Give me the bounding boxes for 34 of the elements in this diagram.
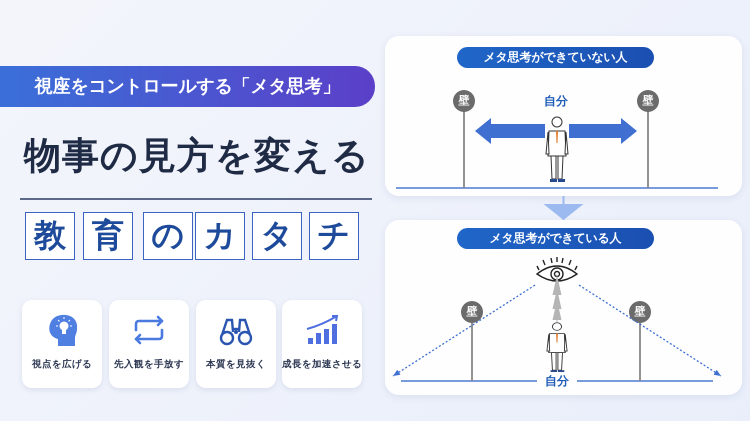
person-label: 自分 xyxy=(537,372,577,390)
card-label: 成長を加速させる xyxy=(282,358,362,371)
character-tile: チ xyxy=(309,212,359,260)
feature-card xyxy=(109,300,189,388)
person-figure xyxy=(545,116,569,184)
comparison-panel xyxy=(385,220,742,395)
feature-card xyxy=(282,300,362,388)
sight-line xyxy=(578,284,722,377)
heading-pill: メタ思考ができている人 xyxy=(457,228,654,249)
card-label: 視点を広げる xyxy=(30,358,93,371)
headline: 物事の見方を変える xyxy=(22,133,371,179)
heading-pill: メタ思考ができていない人 xyxy=(457,47,654,68)
comparison-panel xyxy=(385,36,742,196)
wall-sign: 壁 xyxy=(453,90,475,188)
wall-sign: 壁 xyxy=(461,301,483,381)
banner-ribbon: 視座をコントロールする「メタ思考」 xyxy=(0,66,375,107)
feature-card xyxy=(196,300,276,388)
character-tile: 教 xyxy=(25,212,75,260)
character-tile: 育 xyxy=(83,212,133,260)
transition-triangle xyxy=(544,196,584,220)
block-arrow xyxy=(475,118,545,144)
chevron-arrow xyxy=(552,275,562,322)
wall-sign: 壁 xyxy=(637,90,659,188)
card-label: 本質を見抜く xyxy=(204,358,267,371)
character-tile: の xyxy=(143,212,193,260)
card-label: 先入観を手放す xyxy=(113,358,185,371)
feature-card xyxy=(22,300,102,388)
wall-sign: 壁 xyxy=(629,301,651,381)
block-arrow xyxy=(569,118,637,144)
person-label: 自分 xyxy=(543,93,569,110)
sight-line xyxy=(392,284,536,377)
person-figure xyxy=(546,322,568,374)
character-tile: タ xyxy=(252,212,302,260)
character-tile: カ xyxy=(195,212,245,260)
